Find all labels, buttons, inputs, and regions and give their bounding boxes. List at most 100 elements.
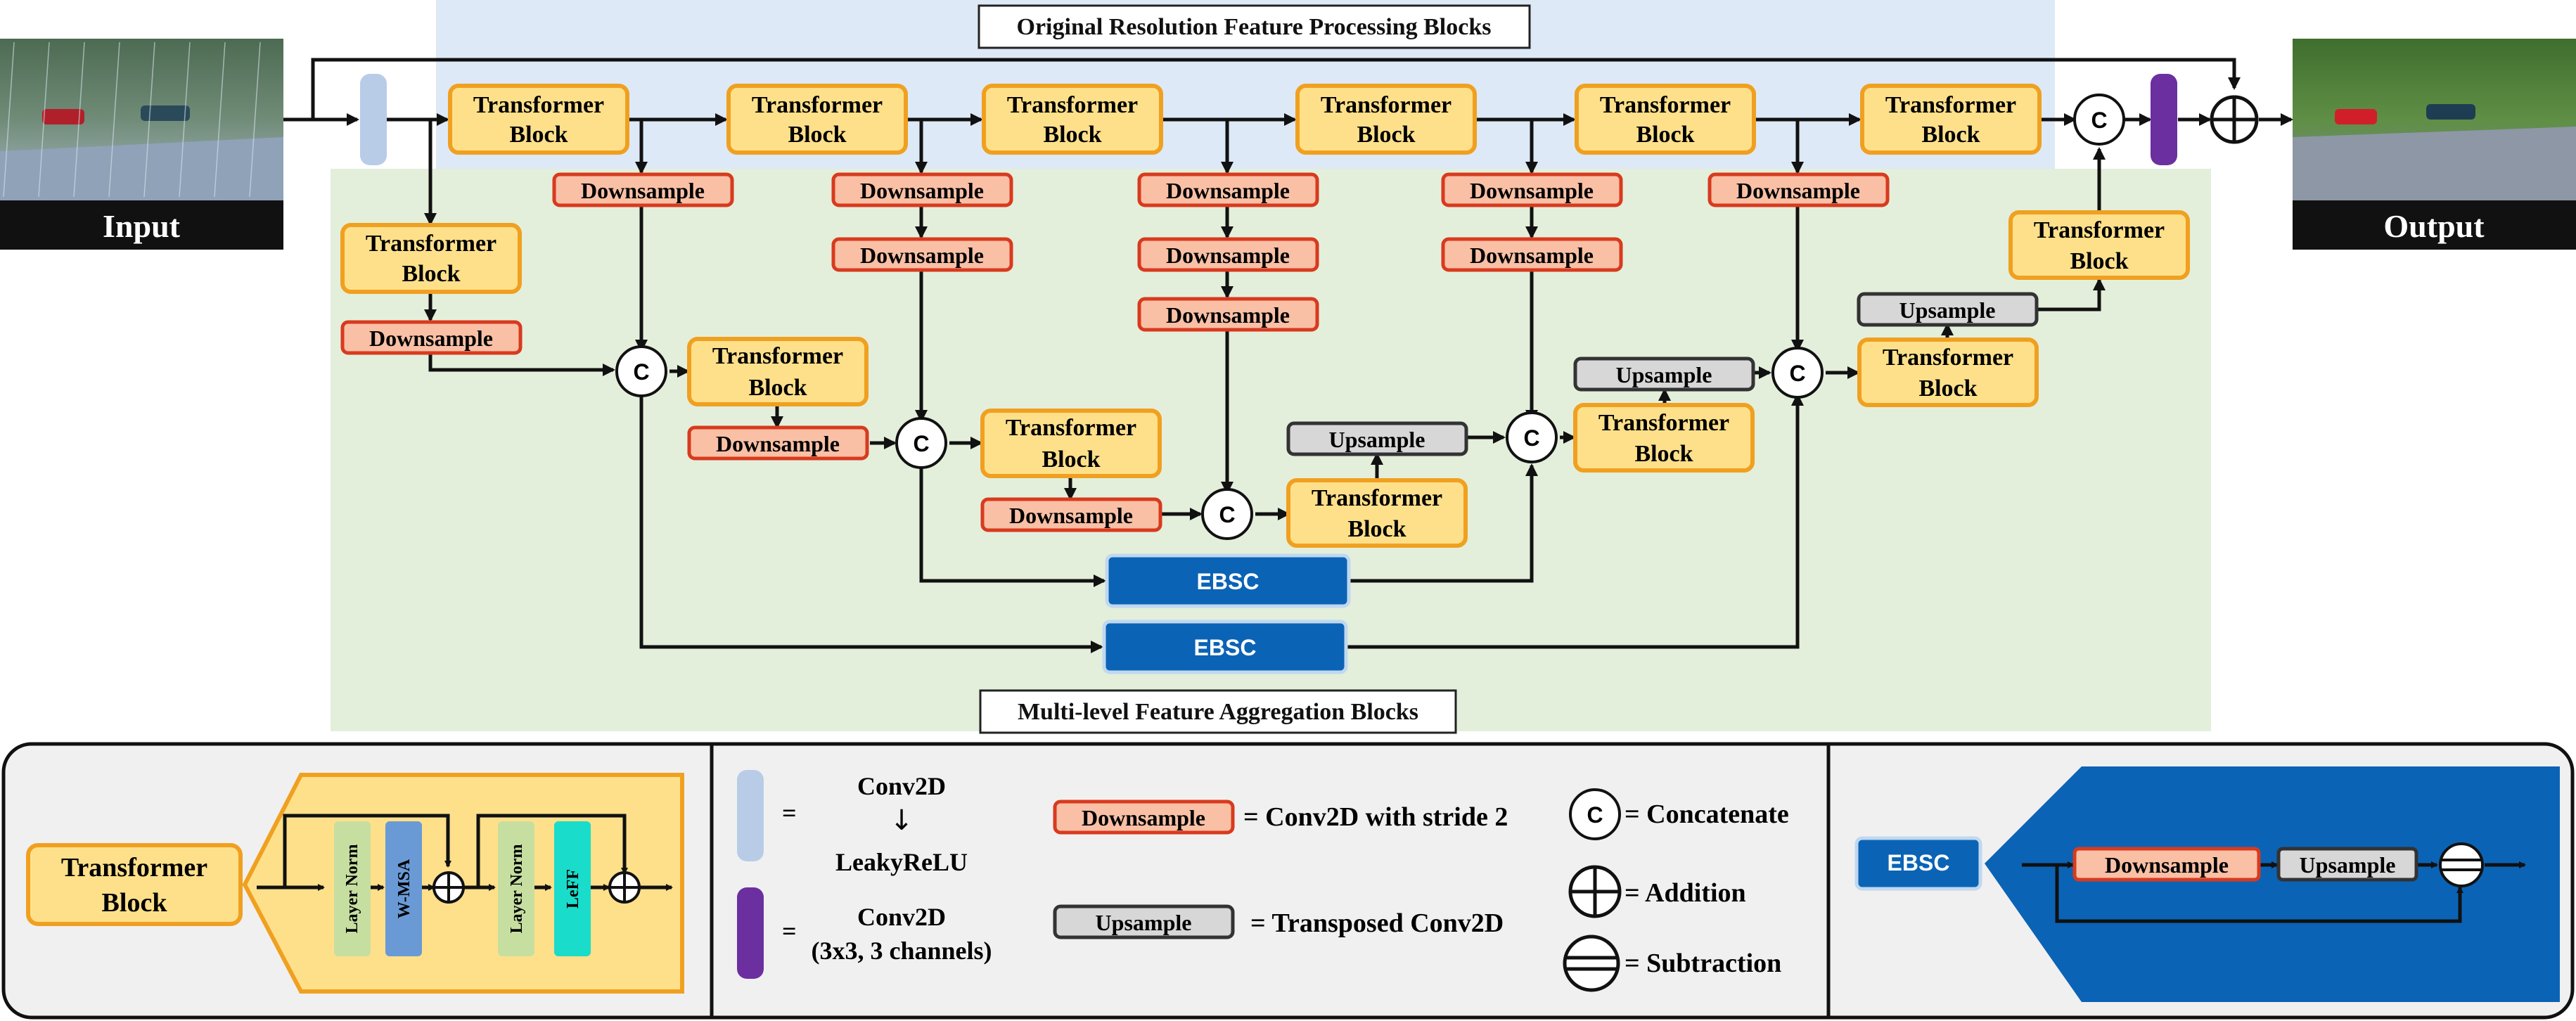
svg-text:Downsample: Downsample — [716, 431, 840, 456]
legend-final-conv-capsule — [737, 887, 764, 979]
agg-title-box — [979, 689, 1457, 734]
svg-text:Transformer: Transformer — [1883, 345, 2013, 371]
transformer-detail-edges — [257, 814, 673, 891]
svg-text:Block: Block — [1043, 122, 1101, 148]
svg-text:Transformer: Transformer — [473, 92, 604, 118]
transformer-block-top-1: Transformer Block — [448, 84, 629, 155]
ebsc-block-1: EBSC — [1105, 553, 1351, 608]
svg-text:EBSC: EBSC — [1197, 569, 1260, 594]
orig-title-box — [978, 4, 1531, 49]
svg-text:C: C — [633, 359, 649, 385]
svg-text:C: C — [1789, 361, 1805, 386]
downsample-col2-2: Downsample — [831, 237, 1013, 272]
transformer-block-mid-2: Transformer Block — [980, 409, 1162, 478]
transformer-block-left: Transformer Block — [340, 223, 522, 294]
downsample-col3-3: Downsample — [1137, 297, 1319, 332]
svg-text:Downsample: Downsample — [369, 326, 493, 351]
legend-conv-final: Conv2D — [857, 903, 946, 931]
ebsc-block-2: EBSC — [1102, 619, 1348, 674]
transformer-block-up-1: Transformer Block — [1573, 403, 1755, 473]
transformer-block-top-5: Transformer Block — [1575, 84, 1756, 155]
svg-text:Transformer: Transformer — [712, 343, 843, 369]
svg-text:Block: Block — [102, 888, 168, 918]
svg-text:Transformer: Transformer — [1007, 92, 1138, 118]
transformer-block-top-3: Transformer Block — [982, 84, 1163, 155]
concat-node-2: C — [895, 417, 947, 469]
downsample-col3-1: Downsample — [1137, 172, 1319, 207]
svg-text:Upsample: Upsample — [1329, 427, 1425, 452]
svg-text:Transformer: Transformer — [1006, 415, 1136, 441]
downsample-col4-1: Downsample — [1441, 172, 1623, 207]
transformer-block-up-3: Transformer Block — [2008, 210, 2190, 280]
ebsc-upsample: Upsample — [2276, 847, 2418, 882]
svg-text:Block: Block — [748, 375, 807, 401]
svg-text:Upsample: Upsample — [1616, 362, 1712, 387]
legend-eq-1: = — [782, 799, 797, 827]
svg-text:Block: Block — [1921, 122, 1980, 148]
svg-text:Downsample: Downsample — [1009, 503, 1133, 528]
ebsc-detail-shape — [1985, 766, 2560, 1002]
concat-node-5: C — [1771, 347, 1824, 399]
output-label: Output — [2383, 208, 2485, 244]
legend-conv2d: Conv2D — [857, 772, 946, 800]
transformer-block-up-2: Transformer Block — [1857, 338, 2039, 407]
wmsa-block: W-MSA — [385, 821, 422, 956]
svg-text:Upsample: Upsample — [2300, 852, 2396, 878]
svg-text:Downsample: Downsample — [581, 178, 705, 203]
legend-add-icon — [1568, 865, 1622, 918]
input-image — [0, 39, 283, 200]
legend-transformer-block: Transformer Block — [26, 843, 243, 926]
svg-text:Downsample: Downsample — [1166, 243, 1290, 268]
svg-text:Upsample: Upsample — [1899, 297, 1996, 323]
svg-text:Block: Block — [1634, 441, 1693, 467]
downsample-mid-1: Downsample — [687, 425, 869, 461]
svg-text:Block: Block — [788, 122, 846, 148]
edges — [283, 58, 2293, 653]
svg-text:Block: Block — [1357, 122, 1415, 148]
output-image — [2293, 39, 2576, 200]
conv-leakyrelu-block — [360, 74, 387, 165]
svg-text:C: C — [1523, 425, 1539, 451]
add-node-legend-1 — [432, 871, 465, 904]
svg-text:Downsample: Downsample — [1736, 178, 1860, 203]
legend-down-desc: = Conv2D with stride 2 — [1243, 802, 1508, 832]
transformer-block-top-2: Transformer Block — [726, 84, 908, 155]
transformer-block-mid-1: Transformer Block — [687, 337, 869, 406]
svg-text:Block: Block — [1918, 375, 1977, 402]
downsample-col1-1: Downsample — [552, 172, 734, 207]
legend-concat-icon: C — [1569, 788, 1621, 840]
transformer-block-top-6: Transformer Block — [1860, 84, 2042, 155]
add-node-legend-2 — [608, 871, 641, 904]
orig-title: Original Resolution Feature Processing B… — [1017, 14, 1492, 40]
svg-text:Downsample: Downsample — [1166, 178, 1290, 203]
downsample-col5-1: Downsample — [1707, 172, 1890, 207]
concat-node-4: C — [1506, 411, 1558, 463]
svg-text:C: C — [2091, 108, 2107, 133]
downsample-mid-2: Downsample — [980, 497, 1162, 532]
legend-sub-desc: = Subtraction — [1625, 949, 1781, 978]
svg-text:Transformer: Transformer — [1321, 92, 1452, 118]
svg-text:Layer Norm: Layer Norm — [343, 845, 361, 934]
upsample-2: Upsample — [1573, 357, 1755, 392]
agg-title: Multi-level Feature Aggregation Blocks — [1018, 699, 1418, 725]
svg-text:Block: Block — [2070, 248, 2128, 274]
svg-text:Downsample: Downsample — [1166, 302, 1290, 328]
svg-text:Upsample: Upsample — [1096, 910, 1192, 935]
leff-block: LeFF — [554, 821, 591, 956]
transformer-block-bottom: Transformer Block — [1286, 478, 1468, 548]
ebsc-downsample: Downsample — [2072, 847, 2261, 882]
input-label: Input — [103, 208, 181, 244]
svg-text:C: C — [913, 431, 929, 456]
svg-text:Transformer: Transformer — [61, 853, 207, 882]
svg-text:EBSC: EBSC — [1888, 850, 1950, 875]
svg-text:Transformer: Transformer — [1600, 92, 1731, 118]
legend-up-desc: = Transposed Conv2D — [1250, 908, 1504, 938]
downsample-col2-1: Downsample — [831, 172, 1013, 207]
svg-text:LeFF: LeFF — [564, 869, 582, 908]
output-label-bg — [2293, 200, 2576, 250]
ebsc-detail-edges — [2022, 861, 2526, 923]
downsample-col3-2: Downsample — [1137, 237, 1319, 272]
svg-text:Transformer: Transformer — [752, 92, 883, 118]
legend-ebsc-block: EBSC — [1854, 836, 1982, 891]
